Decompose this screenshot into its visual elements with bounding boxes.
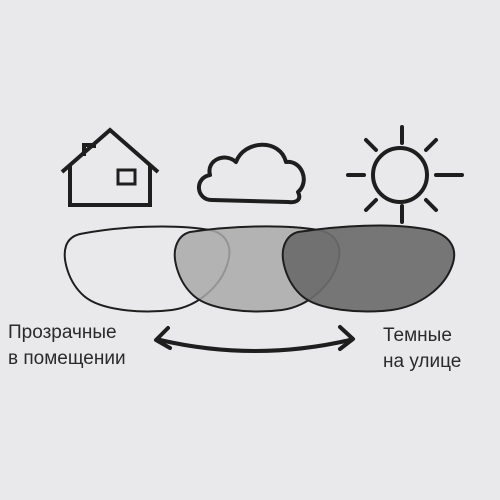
house-icon — [60, 127, 160, 207]
sun-ray — [424, 198, 438, 212]
outdoor-label-line2: на улице — [383, 351, 462, 372]
sun-ray — [364, 138, 378, 152]
indoor-label-line1: Прозрачные — [8, 322, 117, 343]
sun-ray — [424, 138, 438, 152]
sun-ray — [364, 198, 378, 212]
lens-dark — [281, 224, 456, 313]
sun-disc — [371, 146, 429, 204]
double-arrow — [154, 325, 355, 353]
lens-group — [63, 224, 456, 313]
arrow-head-right — [338, 325, 355, 351]
outdoor-label: Темные на улице — [383, 323, 461, 375]
house-chimney-line — [82, 143, 96, 156]
indoor-label: Прозрачные в помещении — [8, 320, 126, 372]
outdoor-label-line1: Темные — [383, 325, 452, 346]
indoor-label-line2: в помещении — [8, 348, 126, 369]
cloud-icon — [197, 142, 306, 205]
house-window — [116, 168, 137, 186]
house-outline — [60, 127, 160, 207]
arrow-head-left — [154, 326, 172, 350]
sun-icon — [346, 125, 464, 224]
arrow-curve — [158, 338, 352, 353]
